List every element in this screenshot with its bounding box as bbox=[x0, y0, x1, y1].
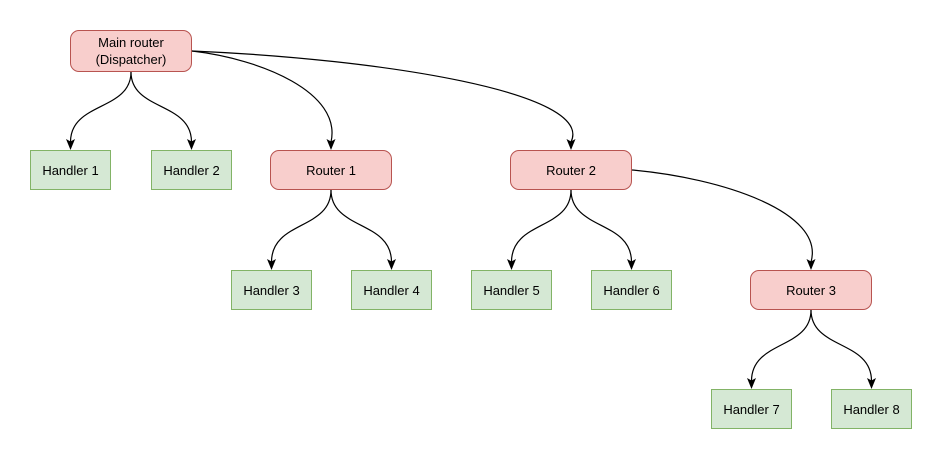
arrowhead-router-1-to-handler-3 bbox=[267, 259, 276, 270]
node-label-handler-7: Handler 7 bbox=[723, 401, 780, 417]
arrowhead-router-3-to-handler-8 bbox=[867, 378, 876, 389]
node-label-handler-4: Handler 4 bbox=[363, 282, 420, 298]
node-label-handler-5: Handler 5 bbox=[483, 282, 540, 298]
edge-main-router-to-handler-2 bbox=[130, 71, 193, 143]
node-handler-3: Handler 3 bbox=[231, 270, 312, 310]
node-label-router-2: Router 2 bbox=[546, 162, 596, 178]
node-router-3: Router 3 bbox=[750, 270, 872, 310]
node-main-router: Main router (Dispatcher) bbox=[70, 30, 192, 72]
node-label-handler-2: Handler 2 bbox=[163, 162, 220, 178]
arrowhead-router-2-to-handler-6 bbox=[627, 259, 636, 270]
edge-router-3-to-handler-7 bbox=[750, 309, 812, 382]
node-label-main-router: Main router (Dispatcher) bbox=[95, 35, 167, 67]
node-label-handler-6: Handler 6 bbox=[603, 282, 660, 298]
arrowhead-main-router-to-handler-1 bbox=[66, 139, 75, 150]
arrowhead-router-1-to-handler-4 bbox=[387, 259, 396, 270]
edge-main-router-to-router-1 bbox=[191, 50, 333, 143]
arrowhead-router-2-to-router-3 bbox=[806, 259, 816, 270]
node-router-1: Router 1 bbox=[270, 150, 392, 190]
edge-router-1-to-handler-4 bbox=[330, 189, 393, 263]
node-router-2: Router 2 bbox=[510, 150, 632, 190]
arrowhead-main-router-to-router-2 bbox=[566, 139, 576, 150]
node-label-router-3: Router 3 bbox=[786, 282, 836, 298]
edge-router-2-to-router-3 bbox=[631, 169, 813, 263]
node-handler-8: Handler 8 bbox=[831, 389, 912, 429]
node-handler-4: Handler 4 bbox=[351, 270, 432, 310]
arrowhead-main-router-to-router-1 bbox=[326, 139, 336, 150]
node-handler-2: Handler 2 bbox=[151, 150, 232, 190]
edge-router-2-to-handler-5 bbox=[510, 189, 572, 263]
edge-main-router-to-router-2 bbox=[191, 50, 574, 143]
edge-router-1-to-handler-3 bbox=[270, 189, 332, 263]
arrowhead-router-2-to-handler-5 bbox=[507, 259, 516, 270]
arrowhead-main-router-to-handler-2 bbox=[187, 139, 196, 150]
node-handler-6: Handler 6 bbox=[591, 270, 672, 310]
edge-router-2-to-handler-6 bbox=[570, 189, 633, 263]
edge-main-router-to-handler-1 bbox=[69, 71, 132, 143]
edge-router-3-to-handler-8 bbox=[810, 309, 873, 382]
node-handler-5: Handler 5 bbox=[471, 270, 552, 310]
node-label-router-1: Router 1 bbox=[306, 162, 356, 178]
node-label-handler-3: Handler 3 bbox=[243, 282, 300, 298]
node-handler-1: Handler 1 bbox=[30, 150, 111, 190]
arrowhead-router-3-to-handler-7 bbox=[747, 378, 756, 389]
node-label-handler-8: Handler 8 bbox=[843, 401, 900, 417]
node-label-handler-1: Handler 1 bbox=[42, 162, 99, 178]
node-handler-7: Handler 7 bbox=[711, 389, 792, 429]
